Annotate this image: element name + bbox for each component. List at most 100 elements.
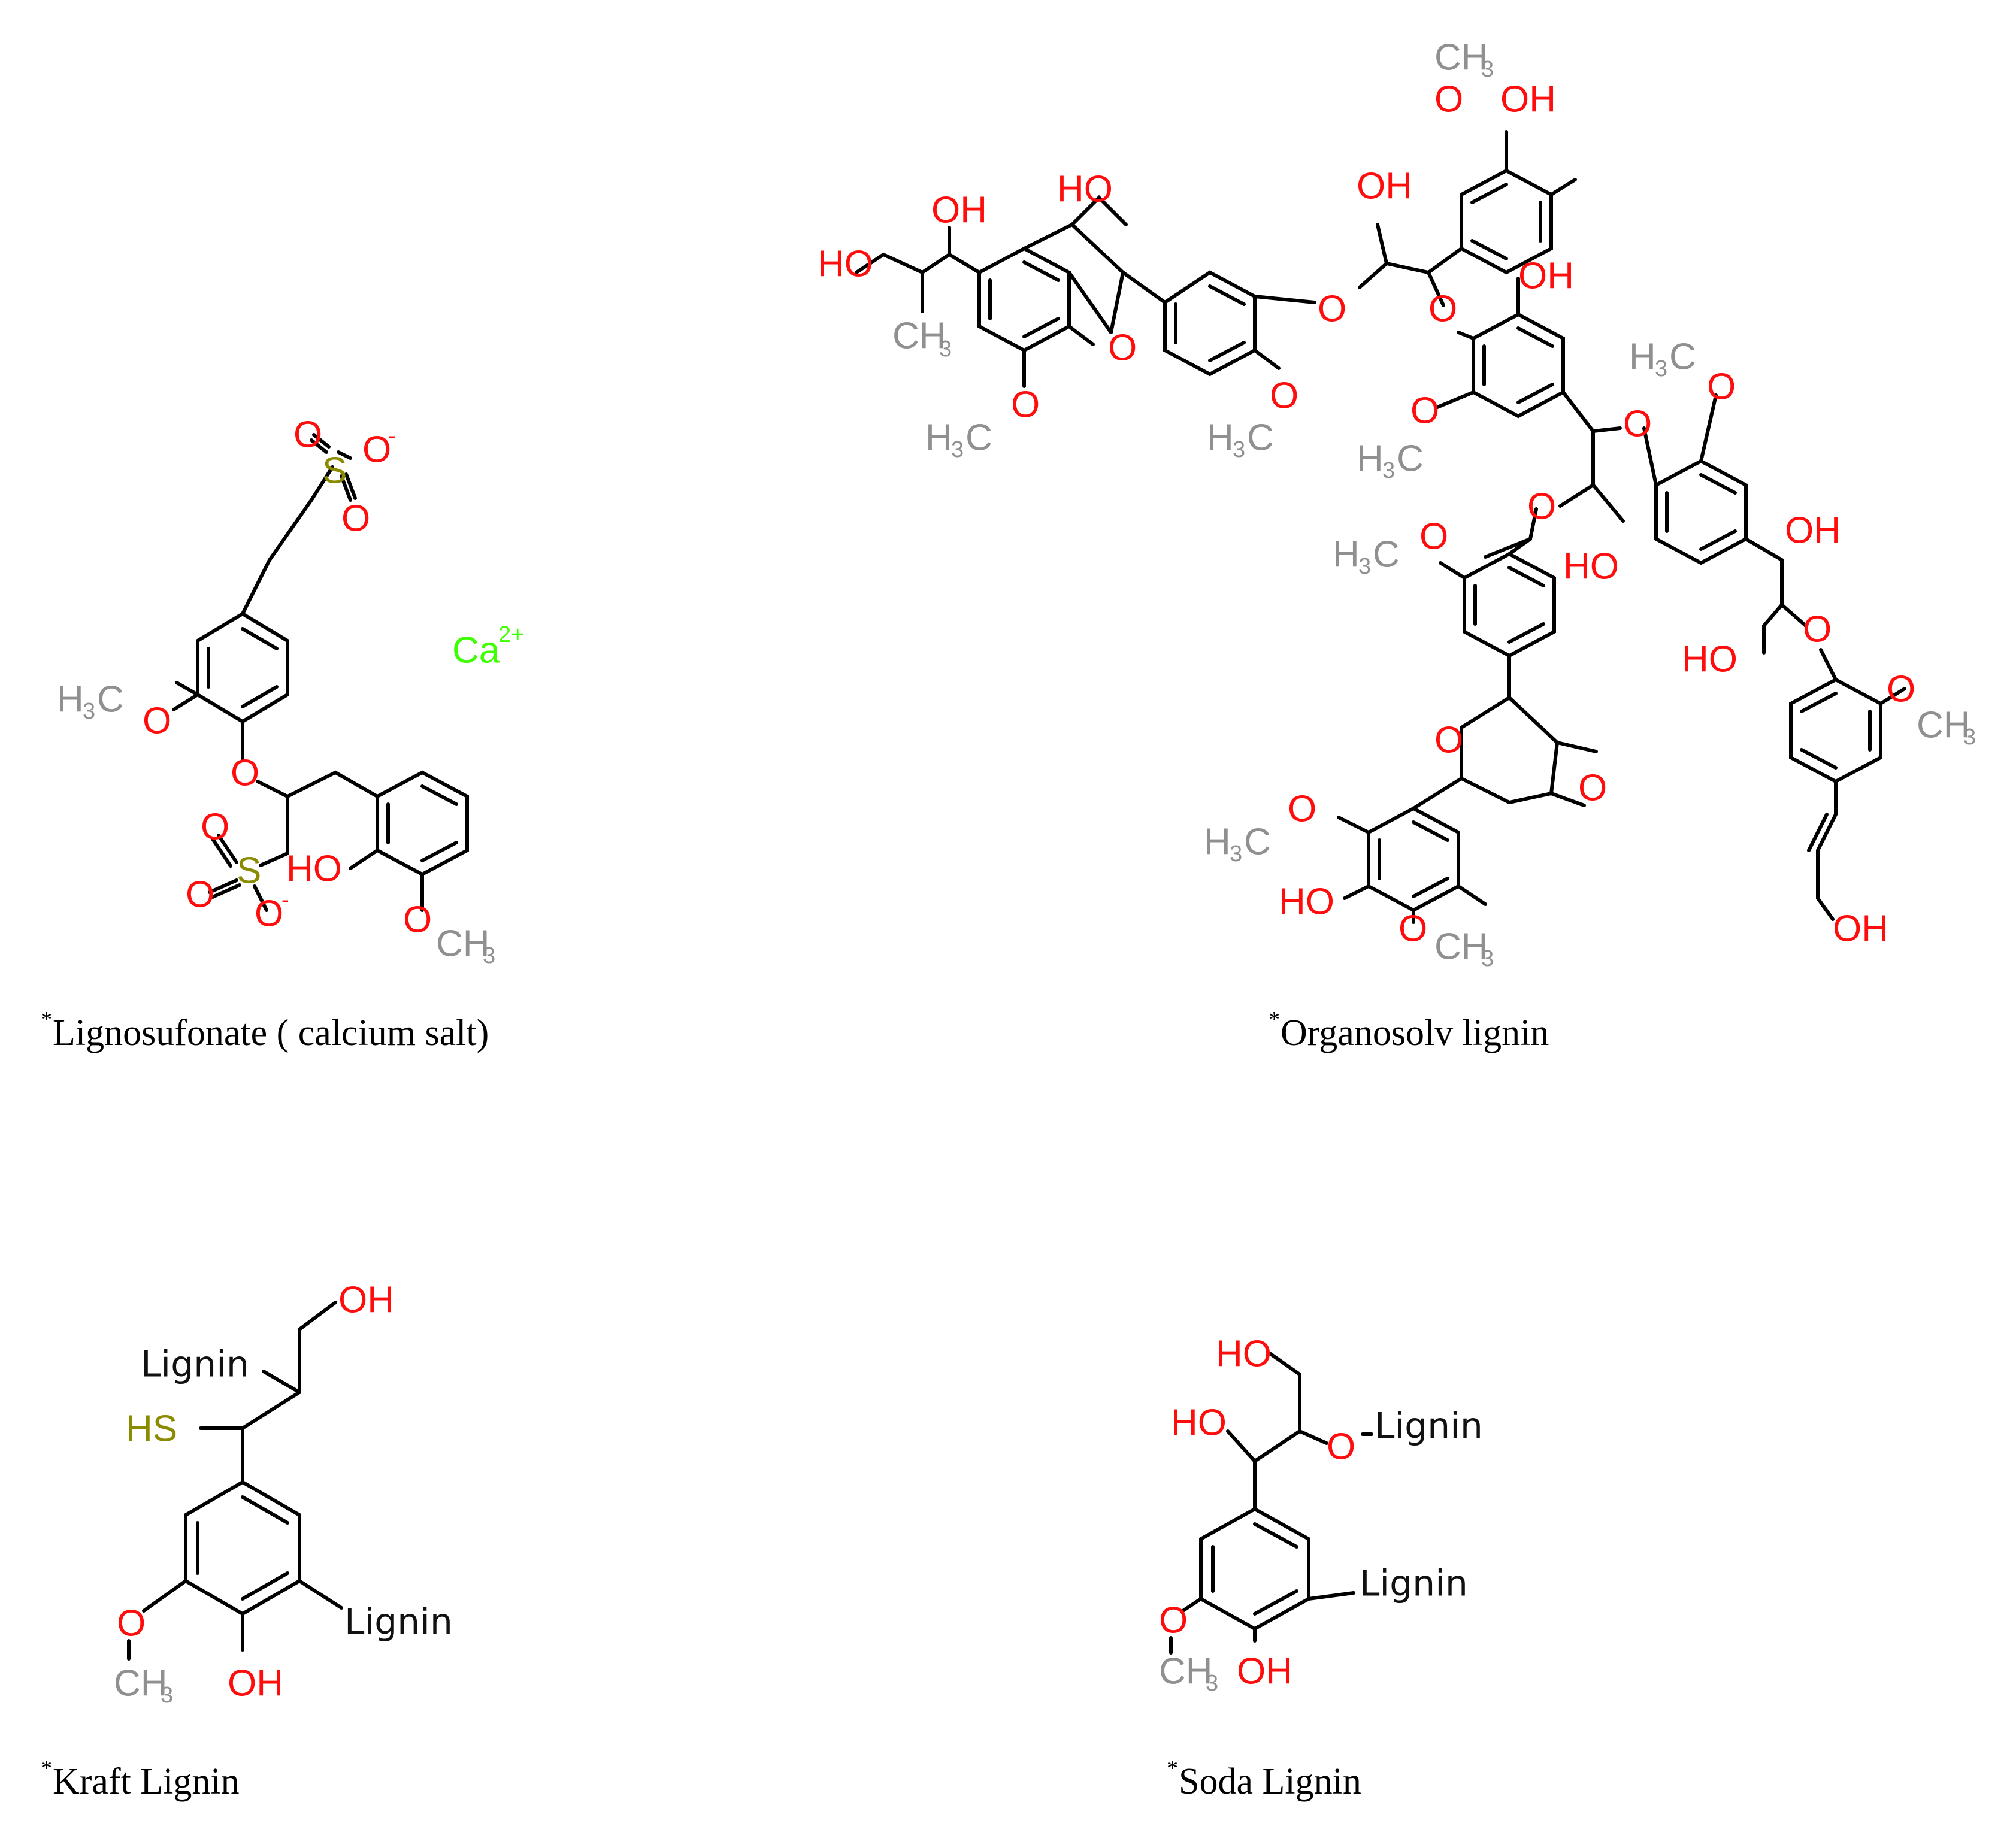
panel-soda: HO HO O Lignin Lignin O CH 3 OH * Soda L… — [1159, 1333, 1483, 1802]
lignin-substituent: Lignin — [344, 1601, 453, 1643]
lignosulfonate-bonds — [172, 433, 469, 912]
methoxy-subscript: 3 — [1206, 1671, 1218, 1696]
hydroxyl: HO — [286, 848, 342, 889]
methoxy-c: C — [97, 678, 124, 720]
hydroxyl: OH — [1833, 908, 1888, 949]
methoxy-o: O — [1707, 366, 1736, 407]
ether-o: O — [1803, 608, 1832, 650]
hydroxyl: HO — [1057, 168, 1113, 210]
methoxy-ch: CH — [1434, 37, 1488, 78]
methoxy-o: O — [1410, 390, 1439, 431]
caption-text: Kraft Lignin — [53, 1761, 240, 1802]
ether-o: O — [1527, 486, 1556, 527]
panel-organosolv: HO OH CH 3 HO O H 3 C O H 3 C O O OH O C… — [818, 37, 1976, 1053]
methoxy-ch: CH — [114, 1662, 168, 1704]
methoxy-subscript: 3 — [161, 1683, 173, 1708]
methoxy-subscript: 3 — [1233, 437, 1245, 462]
methoxy-ch: CH — [1434, 926, 1488, 967]
caption-asterisk: * — [41, 1756, 52, 1781]
hydroxyl: OH — [1357, 165, 1412, 207]
methoxy-c: C — [1247, 417, 1274, 458]
lignin-substituent: Lignin — [1375, 1405, 1483, 1447]
hydroxyl: OH — [1237, 1650, 1292, 1692]
caption-organosolv: * Organosolv lignin — [1269, 1007, 1549, 1053]
methoxy-c: C — [1397, 438, 1424, 479]
methoxy-h: H — [1357, 438, 1384, 479]
methoxy-h: H — [1204, 821, 1231, 862]
methoxy-o: O — [1398, 908, 1427, 949]
caption-asterisk: * — [1167, 1756, 1178, 1781]
methoxy-h: H — [57, 678, 84, 720]
ether-o: O — [1318, 288, 1346, 329]
kraft-atom-labels: OH Lignin HS Lignin O CH 3 OH — [114, 1279, 453, 1708]
methoxy-subscript: 3 — [483, 943, 495, 968]
hydroxyl: OH — [931, 189, 987, 231]
methoxy-subscript: 3 — [1963, 725, 1976, 750]
calcium-charge: 2+ — [498, 622, 524, 647]
organosolv-atom-labels: HO OH CH 3 HO O H 3 C O H 3 C O O OH O C… — [818, 37, 1976, 971]
methoxy-h: H — [925, 417, 952, 458]
thiol: HS — [126, 1408, 177, 1449]
hydroxyl: HO — [1216, 1333, 1272, 1374]
hydroxyl: HO — [818, 243, 873, 284]
caption-asterisk: * — [41, 1007, 52, 1032]
methoxy-subscript: 3 — [1358, 554, 1371, 579]
kraft-bonds — [127, 1301, 343, 1661]
atom-o-neg: O — [255, 893, 283, 934]
atom-o: O — [201, 806, 229, 847]
ether-o: O — [1327, 1426, 1355, 1467]
methoxy-o: O — [1887, 668, 1915, 710]
hydroxyl: OH — [1518, 255, 1574, 296]
furan-o: O — [1578, 767, 1607, 808]
hydroxyl: HO — [1682, 638, 1737, 680]
lignosulfonate-atom-labels: O O - S O Ca 2+ H 3 C O O O S O O - HO O… — [57, 414, 524, 968]
soda-bonds — [1169, 1352, 1373, 1655]
atom-o: O — [293, 414, 322, 455]
atom-o-neg: O — [362, 429, 391, 470]
furan-o: O — [1108, 327, 1137, 368]
hydroxyl: HO — [1279, 881, 1334, 922]
methyl-subscript: 3 — [939, 337, 952, 362]
methoxy-c: C — [1244, 821, 1271, 862]
methoxy-subscript: 3 — [951, 437, 964, 462]
methoxy-o: O — [143, 700, 171, 741]
ether-o: O — [1428, 288, 1457, 329]
lignin-substituent: Lignin — [1360, 1563, 1468, 1605]
atom-s: S — [237, 850, 261, 891]
methoxy-subscript: 3 — [83, 699, 95, 724]
methoxy-ch: CH — [1159, 1650, 1213, 1692]
ether-o: O — [1623, 403, 1652, 444]
caption-text: Soda Lignin — [1179, 1761, 1361, 1802]
methoxy-subscript: 3 — [1230, 841, 1242, 867]
methoxy-c: C — [965, 417, 992, 458]
methoxy-subscript: 3 — [1481, 946, 1494, 971]
methoxy-o: O — [1270, 375, 1298, 416]
hydroxyl: OH — [338, 1279, 394, 1320]
lignin-substituent: Lignin — [141, 1344, 249, 1386]
methoxy-o: O — [1288, 788, 1316, 829]
methoxy-o: O — [117, 1602, 146, 1644]
panel-kraft: OH Lignin HS Lignin O CH 3 OH * Kraft Li… — [41, 1279, 453, 1802]
soda-atom-labels: HO HO O Lignin Lignin O CH 3 OH — [1159, 1333, 1483, 1696]
panel-lignosulfonate: O O - S O Ca 2+ H 3 C O O O S O O - HO O… — [41, 414, 524, 1053]
hydroxyl: HO — [1563, 546, 1619, 587]
furan-o: O — [1434, 719, 1463, 761]
methoxy-subscript: 3 — [1481, 57, 1494, 82]
methoxy-o: O — [403, 899, 432, 940]
ether-o: O — [231, 752, 259, 793]
hydroxyl: OH — [1785, 510, 1841, 551]
methoxy-h: H — [1629, 336, 1656, 377]
caption-text: Organosolv lignin — [1281, 1013, 1549, 1053]
atom-o: O — [341, 498, 370, 539]
methoxy-ch: CH — [436, 923, 490, 964]
methoxy-subscript: 3 — [1655, 356, 1667, 381]
methyl-ch: CH — [892, 315, 946, 356]
methoxy-c: C — [1669, 336, 1696, 377]
hydroxyl: HO — [1171, 1402, 1227, 1443]
methoxy-o: O — [1434, 78, 1463, 120]
methoxy-o: O — [1159, 1599, 1188, 1641]
calcium-ion: Ca — [452, 629, 500, 671]
organosolv-bonds — [855, 130, 1906, 924]
methoxy-ch: CH — [1917, 704, 1970, 746]
